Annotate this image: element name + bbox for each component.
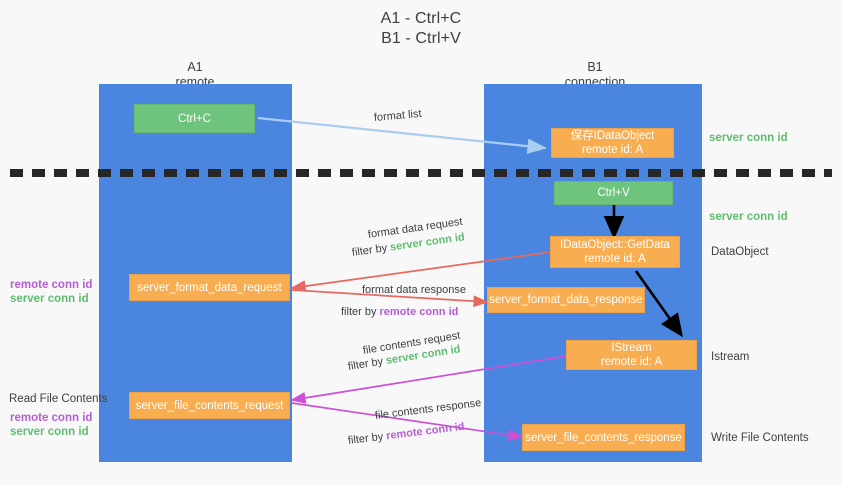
diagram-title: A1 - Ctrl+C B1 - Ctrl+V [0, 9, 842, 49]
arrow-label-format-data-response: format data response [362, 284, 466, 296]
left-label-server-conn-id-2: server conn id [10, 426, 89, 438]
box-save-idataobject-line2: remote id: A [581, 144, 644, 156]
box-server-format-data-request[interactable]: server_format_data_request [129, 274, 290, 301]
title-line-2: B1 - Ctrl+V [381, 30, 461, 47]
left-label-remote-conn-id-2: remote conn id [10, 412, 93, 424]
box-istream-line2: remote id: A [600, 356, 663, 368]
box-server-format-data-response[interactable]: server_format_data_response [487, 287, 645, 313]
box-save-idataobject-line1: 保存IDataObject [570, 130, 655, 142]
box-save-idataobject[interactable]: 保存IDataObject remote id: A [551, 128, 674, 158]
column-b1-name: B1 [587, 60, 603, 74]
arrow-label-format-data-response-filter: filter by remote conn id [341, 305, 458, 319]
box-ctrl-c[interactable]: Ctrl+C [134, 104, 255, 133]
right-label-dataobject: DataObject [711, 246, 769, 258]
title-line-1: A1 - Ctrl+C [380, 10, 462, 27]
left-label-server-conn-id-1: server conn id [10, 293, 89, 305]
left-label-remote-conn-id-1: remote conn id [10, 279, 93, 291]
filter-value-remote-conn-id-1: remote conn id [379, 306, 459, 318]
box-server-file-contents-request[interactable]: server_file_contents_request [129, 392, 290, 419]
box-ctrl-v[interactable]: Ctrl+V [554, 181, 673, 205]
box-getdata-line2: remote id: A [584, 253, 646, 265]
box-getdata-line1: IDataObject::GetData [560, 239, 670, 251]
box-istream[interactable]: IStream remote id: A [566, 340, 697, 370]
filter-prefix-2: filter by [341, 306, 380, 318]
box-server-file-contents-response[interactable]: server_file_contents_response [522, 424, 685, 451]
right-label-istream: Istream [711, 351, 750, 363]
column-a1-name: A1 [187, 60, 203, 74]
right-label-server-conn-id-1: server conn id [709, 132, 788, 144]
left-label-read-file-contents: Read File Contents [9, 393, 108, 405]
box-getdata[interactable]: IDataObject::GetData remote id: A [550, 236, 680, 268]
right-label-write-file-contents: Write File Contents [711, 432, 809, 444]
right-label-server-conn-id-2: server conn id [709, 211, 788, 223]
box-istream-line1: IStream [611, 342, 652, 354]
